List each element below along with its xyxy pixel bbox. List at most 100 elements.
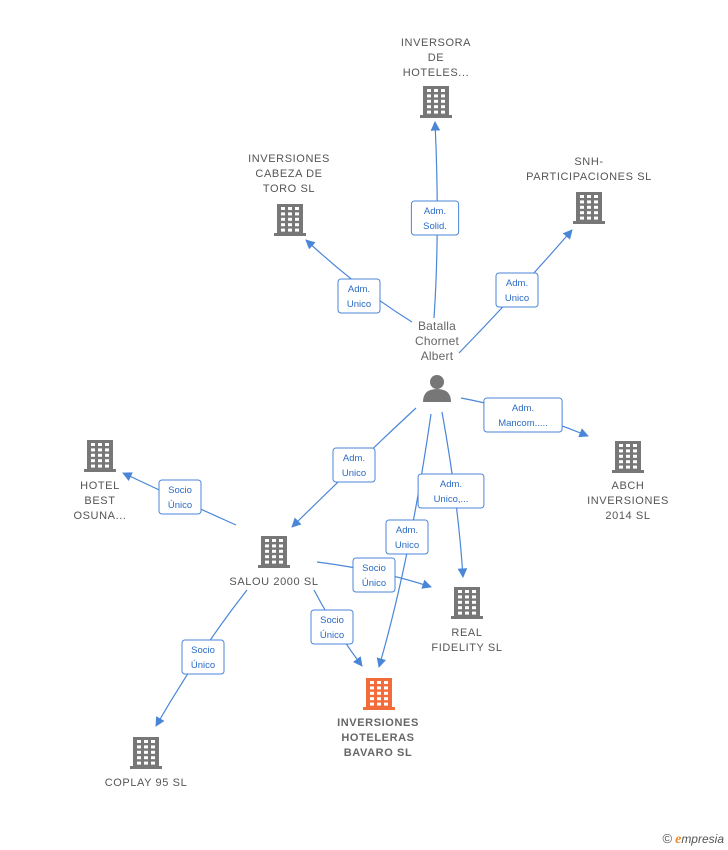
node-label: BEST	[84, 495, 115, 507]
node-label: COPLAY 95 SL	[105, 777, 188, 789]
building-icon[interactable]	[420, 86, 452, 118]
building-window	[265, 560, 269, 564]
building-window	[288, 212, 292, 216]
building-window	[295, 207, 299, 210]
building-window	[370, 691, 374, 695]
building-window	[427, 99, 431, 103]
building-window	[98, 464, 102, 468]
building-window	[288, 223, 292, 227]
building-window	[594, 195, 598, 198]
edge-label-person-to-cabeza[interactable]: Adm.Unico	[337, 278, 381, 314]
node-snh[interactable]: SNH-PARTICIPACIONES SL	[526, 156, 652, 224]
building-window	[281, 228, 285, 232]
building-window	[587, 200, 591, 204]
building-icon[interactable]	[612, 441, 644, 473]
building-window	[472, 611, 476, 615]
building-window	[580, 216, 584, 220]
edge-label-text: Solid.	[423, 221, 447, 232]
building-window	[144, 745, 148, 749]
building-window	[434, 89, 438, 92]
edge-label-person-to-salou[interactable]: Adm.Unico	[332, 447, 376, 483]
person-icon[interactable]	[423, 375, 451, 402]
building-window	[272, 549, 276, 553]
building-window	[626, 449, 630, 453]
building-window	[434, 94, 438, 98]
edge-label-text: Unico	[395, 540, 419, 551]
node-label: INVERSIONES	[587, 495, 669, 507]
edge-label-person-to-bavaro[interactable]: Adm. Unico	[385, 519, 429, 555]
building-window	[472, 595, 476, 599]
building-window	[98, 459, 102, 463]
edge-label-person-to-abch[interactable]: Adm.Mancom.....	[483, 397, 563, 433]
building-window	[105, 459, 109, 463]
building-window	[265, 539, 269, 542]
node-label: INVERSORA	[401, 37, 471, 49]
building-icon[interactable]	[258, 536, 290, 568]
building-window	[279, 555, 283, 559]
building-window	[472, 606, 476, 610]
building-icon[interactable]	[573, 192, 605, 224]
edge-labels-layer: Adm.Solid.Adm.UnicoAdm.UnicoAdm.Mancom..…	[158, 200, 563, 675]
building-window	[137, 750, 141, 754]
edge-label-text: Socio	[168, 485, 192, 496]
building-icon[interactable]	[84, 440, 116, 472]
building-window	[144, 740, 148, 743]
building-window	[434, 110, 438, 114]
building-window	[91, 443, 95, 446]
edge-label-box	[410, 200, 460, 236]
building-window	[580, 205, 584, 209]
edge-label-text: Adm.	[396, 525, 418, 536]
node-label: BAVARO SL	[344, 747, 413, 759]
building-window	[279, 549, 283, 553]
building-window	[619, 465, 623, 469]
building-window	[370, 681, 374, 684]
edge-label-text: Adm.	[440, 479, 462, 490]
edge-label-person-to-real[interactable]: Adm.Unico,...	[417, 473, 485, 509]
edge-label-box	[385, 519, 429, 555]
building-window	[619, 460, 623, 464]
building-window	[465, 600, 469, 604]
node-inversora[interactable]: INVERSORADEHOTELES...	[401, 37, 471, 118]
edge-label-text: Único	[191, 660, 215, 671]
node-label: SNH-	[574, 156, 603, 168]
building-window	[441, 110, 445, 114]
building-window	[377, 697, 381, 701]
node-best[interactable]: HOTELBESTOSUNA...	[73, 440, 126, 522]
building-window	[633, 444, 637, 447]
building-window	[279, 544, 283, 548]
building-window	[458, 606, 462, 610]
edge-label-box	[332, 447, 376, 483]
building-window	[272, 544, 276, 548]
node-salou[interactable]: SALOU 2000 SL	[229, 536, 318, 588]
building-icon[interactable]	[451, 587, 483, 619]
building-window	[384, 702, 388, 706]
building-window	[295, 228, 299, 232]
brand-watermark: ©empresia	[663, 831, 725, 848]
building-window	[105, 453, 109, 457]
building-window	[288, 217, 292, 221]
building-window	[91, 453, 95, 457]
building-icon[interactable]	[130, 737, 162, 769]
building-window	[594, 205, 598, 209]
edge-label-person-to-inversora[interactable]: Adm.Solid.	[410, 200, 460, 236]
building-icon[interactable]	[274, 204, 306, 236]
edge-label-text: Socio	[320, 615, 344, 626]
building-window	[427, 94, 431, 98]
building-icon[interactable]	[363, 678, 395, 710]
building-window	[458, 595, 462, 599]
building-window	[295, 223, 299, 227]
edge-label-person-to-snh[interactable]: Adm.Unico	[495, 272, 539, 308]
brand-initial: e	[675, 832, 682, 847]
node-coplay[interactable]: COPLAY 95 SL	[105, 737, 188, 789]
